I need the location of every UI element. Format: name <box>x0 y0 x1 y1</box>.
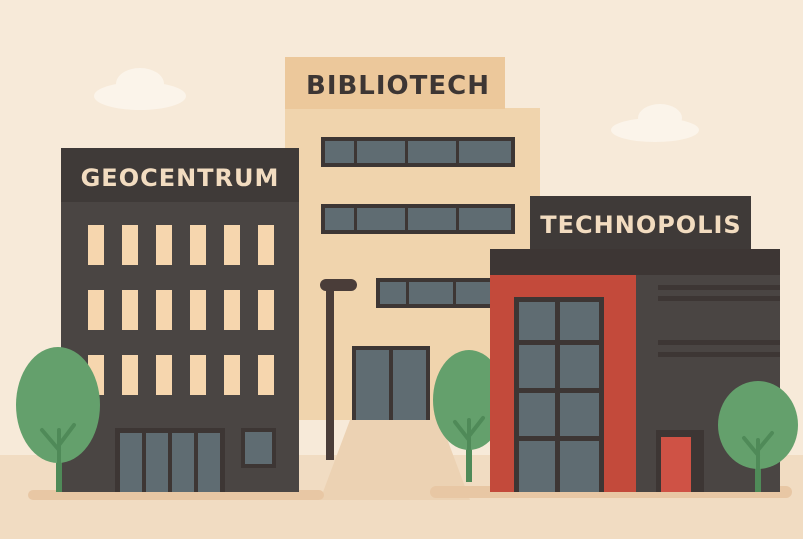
street-lamp <box>320 279 357 460</box>
base-strip-left <box>28 490 324 500</box>
walkway <box>320 420 470 500</box>
tree-left <box>16 347 100 492</box>
geocentrum-windows <box>88 225 274 395</box>
bibliotech-entrance-door <box>352 346 430 420</box>
bibliotech-window-band-2 <box>321 204 515 234</box>
tree-middle <box>433 350 505 482</box>
bibliotech-sign-panel <box>285 57 505 109</box>
bibliotech-window-band-3 <box>376 278 496 308</box>
geocentrum-entrance-door <box>115 428 225 492</box>
technopolis-entrance-door <box>656 430 704 492</box>
geocentrum-sign: GEOCENTRUM <box>81 164 280 192</box>
geocentrum-building: GEOCENTRUM <box>61 148 299 492</box>
bibliotech-window-band-1 <box>321 137 515 167</box>
geocentrum-sign-panel <box>61 148 299 202</box>
cloud-right <box>611 104 699 142</box>
technopolis-building: TECHNOPOLIS <box>490 196 780 492</box>
tree-right <box>718 381 798 492</box>
geocentrum-side-window <box>241 428 276 468</box>
cloud-left <box>94 68 186 110</box>
technopolis-sign: TECHNOPOLIS <box>540 211 741 239</box>
technopolis-glass-facade <box>514 297 604 492</box>
technopolis-roof-band <box>490 249 780 275</box>
technopolis-stripes <box>658 285 780 357</box>
bibliotech-sign: BIBLIOTECH <box>306 71 490 101</box>
technopolis-sign-panel <box>530 196 751 252</box>
